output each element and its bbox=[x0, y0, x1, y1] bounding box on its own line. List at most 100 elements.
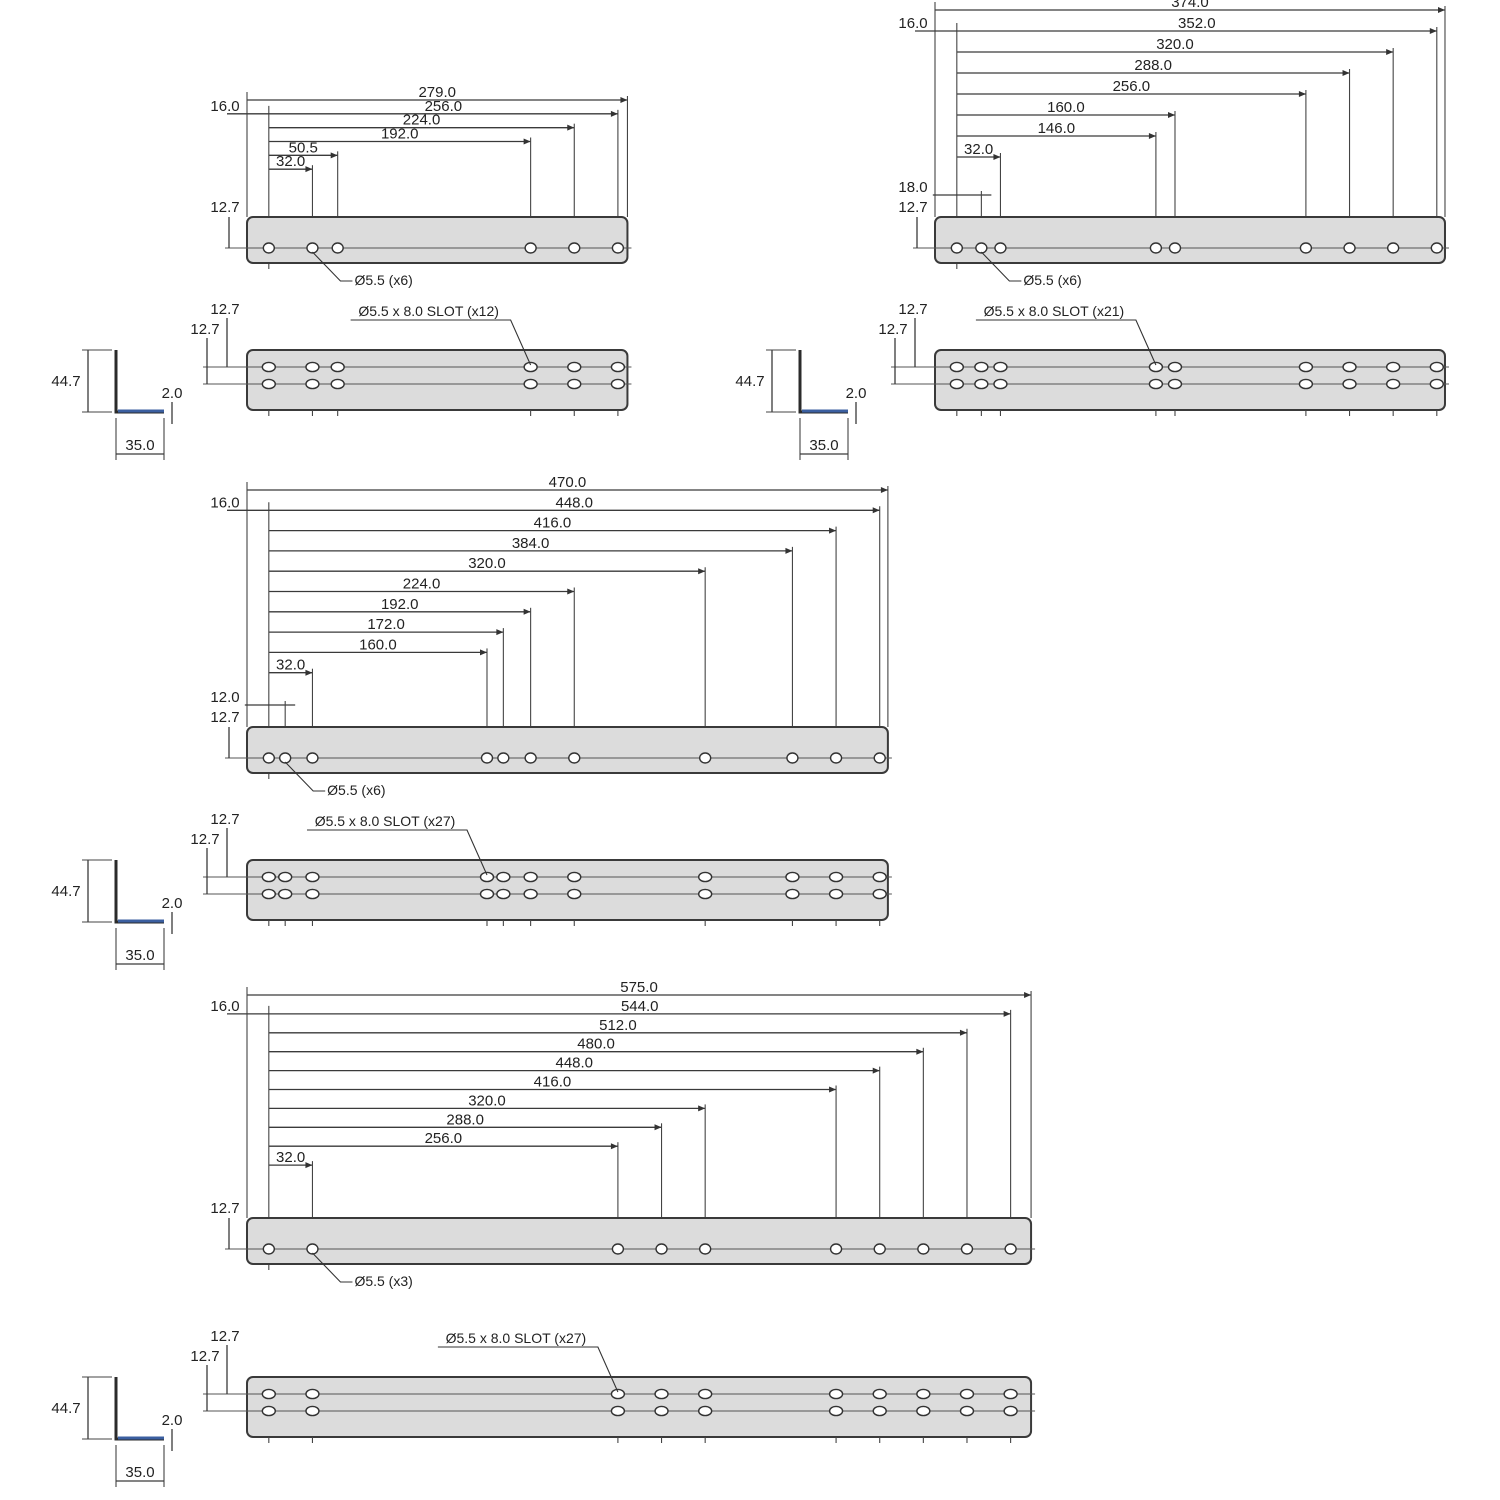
top-hole bbox=[568, 242, 581, 254]
dimension-arrowhead bbox=[829, 1086, 837, 1093]
top-flange-plate bbox=[246, 1217, 1033, 1265]
side-slot bbox=[993, 378, 1008, 390]
side-slot bbox=[261, 1405, 277, 1417]
slot-callout-leader bbox=[306, 829, 488, 876]
slot-row-offset-label: 12.7 bbox=[210, 811, 239, 828]
top-hole bbox=[698, 1243, 712, 1255]
slot-row-offset-label: 12.7 bbox=[190, 831, 219, 848]
top-hole-callout-leader bbox=[312, 1252, 353, 1283]
overall-length-label: 374.0 bbox=[1171, 0, 1209, 11]
side-slot bbox=[654, 1405, 669, 1417]
side-slot bbox=[1429, 378, 1445, 390]
side-slot bbox=[959, 1405, 975, 1417]
hole-position-label: 32.0 bbox=[276, 153, 305, 170]
side-slot bbox=[523, 871, 538, 883]
slot-row-offset-label: 12.7 bbox=[190, 321, 219, 338]
side-slot bbox=[496, 888, 511, 900]
hole-position-label: 320.0 bbox=[468, 555, 506, 572]
hole-position-label: 224.0 bbox=[403, 112, 441, 129]
dimension-arrowhead bbox=[567, 124, 575, 131]
top-hole bbox=[306, 242, 319, 254]
side-slot bbox=[872, 871, 887, 883]
hole-position-label: 448.0 bbox=[555, 1055, 593, 1072]
slot-callout-label: Ø5.5 x 8.0 SLOT (x27) bbox=[315, 813, 456, 829]
top-hole bbox=[278, 752, 292, 764]
side-slot bbox=[697, 1405, 713, 1417]
dimension-arrowhead bbox=[305, 669, 313, 676]
hole-position-label: 384.0 bbox=[512, 535, 550, 552]
side-slot bbox=[496, 871, 511, 883]
dimension-arrowhead bbox=[872, 1067, 880, 1074]
profile-width-label: 35.0 bbox=[125, 1464, 154, 1481]
l-profile-section: 44.72.035.0 bbox=[51, 349, 182, 460]
side-slot bbox=[305, 378, 320, 390]
hole-position-label: 160.0 bbox=[359, 636, 397, 653]
dimension-arrowhead bbox=[1167, 112, 1175, 118]
side-slot bbox=[610, 361, 626, 373]
side-slot bbox=[872, 1405, 887, 1417]
top-hole-callout-leader bbox=[312, 251, 353, 282]
hole-position-label: 352.0 bbox=[1178, 15, 1216, 32]
dimension-arrowhead bbox=[993, 154, 1001, 160]
dimension-arrowhead bbox=[610, 1143, 618, 1150]
top-flange-plate bbox=[246, 726, 889, 774]
side-slot bbox=[974, 361, 989, 373]
side-slot bbox=[479, 888, 495, 900]
dimension-arrowhead bbox=[785, 547, 793, 554]
dimension-arrowhead bbox=[523, 138, 531, 145]
top-hole bbox=[331, 242, 344, 254]
side-slot bbox=[1148, 378, 1164, 390]
bracket-drawing-bracket-374: 374.0352.0320.0288.0256.0160.0146.032.01… bbox=[735, 0, 1449, 460]
side-slot bbox=[610, 1388, 626, 1400]
profile-width-label: 35.0 bbox=[809, 437, 838, 454]
side-slot bbox=[1385, 361, 1401, 373]
dimension-arrowhead bbox=[496, 629, 504, 636]
side-slot bbox=[1148, 361, 1164, 373]
profile-thickness-label: 2.0 bbox=[162, 895, 183, 912]
side-slot bbox=[523, 361, 538, 373]
profile-height-label: 44.7 bbox=[51, 1400, 80, 1417]
side-slot bbox=[1003, 1388, 1018, 1400]
side-slot bbox=[949, 378, 965, 390]
top-hole bbox=[524, 752, 537, 764]
side-slot bbox=[567, 361, 582, 373]
hole-position-label: 320.0 bbox=[1156, 36, 1194, 53]
side-slot bbox=[479, 871, 495, 883]
hole-position-label: 416.0 bbox=[534, 515, 572, 532]
side-slot bbox=[872, 1388, 887, 1400]
dimension-arrowhead bbox=[567, 588, 575, 595]
dimension-arrowhead bbox=[305, 166, 313, 173]
top-hole bbox=[994, 242, 1007, 254]
top-hole bbox=[306, 1243, 319, 1255]
dimension-arrowhead bbox=[523, 608, 531, 615]
dimension-arrowhead bbox=[479, 649, 487, 656]
edge-offset-label: 16.0 bbox=[210, 494, 239, 511]
profile-thickness-label: 2.0 bbox=[846, 385, 867, 402]
dimension-arrowhead bbox=[959, 1029, 967, 1036]
side-slot bbox=[1298, 361, 1314, 373]
dimension-arrowhead bbox=[610, 110, 618, 117]
l-profile-section: 44.72.035.0 bbox=[51, 859, 183, 970]
dimension-arrowhead bbox=[880, 487, 888, 493]
side-slot bbox=[697, 871, 713, 883]
hole-position-label: 32.0 bbox=[276, 657, 305, 674]
side-slot bbox=[1342, 361, 1357, 373]
hole-row-offset-label: 12.7 bbox=[210, 1200, 239, 1217]
side-slot bbox=[261, 888, 277, 900]
hole-position-label: 288.0 bbox=[446, 1111, 484, 1128]
side-slot bbox=[261, 871, 277, 883]
side-flange-plate bbox=[934, 349, 1446, 411]
top-hole bbox=[262, 752, 276, 764]
side-slot bbox=[567, 888, 582, 900]
hole-row-offset-label: 12.7 bbox=[210, 199, 239, 216]
side-slot bbox=[523, 888, 538, 900]
side-slot bbox=[1167, 361, 1183, 373]
side-slot bbox=[697, 888, 713, 900]
top-hole bbox=[917, 1243, 930, 1255]
top-hole bbox=[1149, 242, 1163, 254]
top-hole bbox=[873, 1243, 886, 1255]
l-profile-shape bbox=[114, 860, 164, 924]
dimension-arrowhead bbox=[620, 97, 628, 103]
side-slot bbox=[330, 378, 345, 390]
